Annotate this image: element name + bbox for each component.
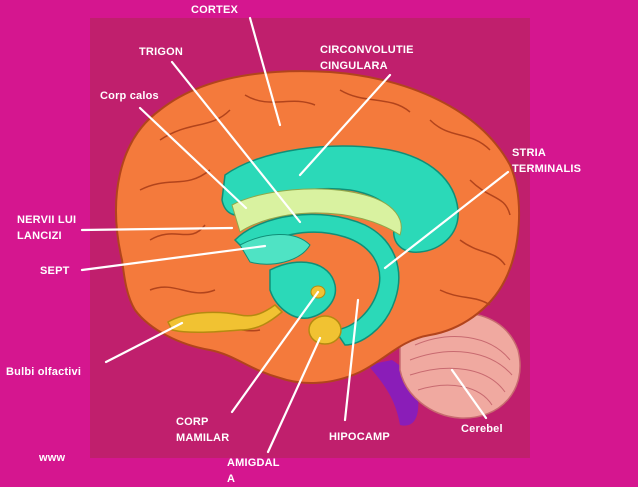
leader-cerebel <box>450 368 488 420</box>
leader-corp-calos <box>138 106 248 210</box>
label-cortex: CORTEX <box>191 4 239 16</box>
label-trigon: TRIGON <box>139 46 183 58</box>
leader-cortex <box>248 16 282 127</box>
leader-corp-mamilar <box>230 290 320 414</box>
label-corp-calos: Corp calos <box>100 90 159 102</box>
fornix <box>233 213 400 346</box>
leader-stria <box>383 170 510 270</box>
septum <box>239 234 311 265</box>
label-bulbi: Bulbi olfactivi <box>6 366 82 378</box>
cerebellum-folds <box>409 336 513 406</box>
label-circonvolutie: CIRCONVOLUTIE CINGULARA <box>320 44 414 72</box>
label-cerebel: Cerebel <box>461 423 503 435</box>
label-amigdala: AMIGDAL A <box>227 457 280 485</box>
leader-trigon <box>170 60 302 224</box>
olfactory-bulb <box>167 304 284 334</box>
label-stria: STRIA TERMINALIS <box>512 147 582 175</box>
label-hipocamp: HIPOCAMP <box>329 431 390 443</box>
label-sept: SEPT <box>40 265 70 277</box>
label-www: www <box>39 452 66 464</box>
leader-bulbi <box>104 321 184 364</box>
label-corp-mamilar: CORP MAMILAR <box>176 416 230 444</box>
amygdala <box>308 315 342 345</box>
leader-amigdala <box>266 336 322 454</box>
corpus-callosum <box>231 188 402 236</box>
leader-sept <box>80 244 267 272</box>
leader-circonvolutie <box>298 73 392 177</box>
leader-nervii <box>80 226 234 232</box>
label-nervii: NERVII LUI LANCIZI <box>17 214 77 242</box>
leader-hipocamp <box>343 298 360 422</box>
hippocampus <box>269 261 337 319</box>
